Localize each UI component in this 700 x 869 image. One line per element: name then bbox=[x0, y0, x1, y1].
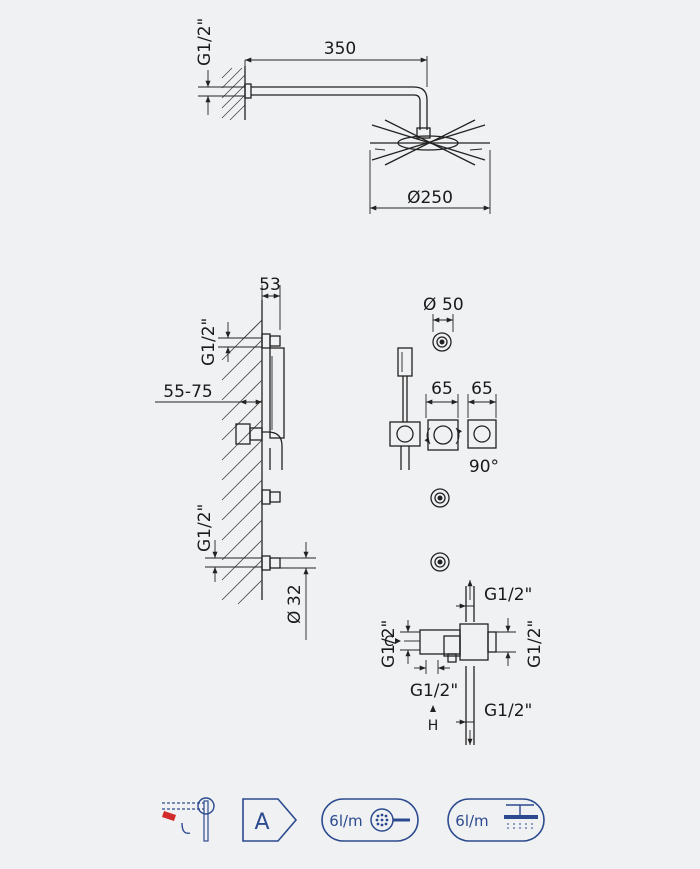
head-connection-label: G1/2" bbox=[195, 18, 215, 66]
head-diameter-label: Ø250 bbox=[407, 188, 453, 208]
head-shower-flow-label: 6l/m bbox=[455, 812, 488, 830]
valve-inlet-top-label: G1/2" bbox=[484, 585, 532, 605]
head-shower-drawing: 350 Ø250 G1/2" bbox=[195, 18, 491, 214]
energy-class-badge: A bbox=[242, 798, 298, 842]
valve-outlet-left-label: G1/2" bbox=[379, 620, 399, 668]
wall-hatch-top bbox=[221, 66, 246, 121]
nozzle-diameter-label: 32 bbox=[285, 584, 305, 606]
diverter-knob bbox=[467, 419, 497, 449]
hand-shower-flow-badge: 6l/m bbox=[321, 798, 419, 842]
hand-shower-flow-label: 6l/m bbox=[329, 812, 362, 830]
valve-inlet-right-label: G1/2" bbox=[525, 620, 545, 668]
front-view-drawing: Ø 50 65 65 bbox=[389, 295, 499, 572]
spacing-left-label: 65 bbox=[431, 379, 453, 399]
rotation-label: 90° bbox=[469, 457, 499, 477]
nozzle-diameter-symbol: Ø bbox=[285, 611, 305, 624]
rain-shower-head-icon bbox=[504, 804, 538, 829]
valve-outlet-bottom-label: G1/2" bbox=[410, 681, 458, 701]
mixer-handle bbox=[424, 419, 463, 451]
head-shower-flow-badge: 6l/m bbox=[447, 798, 545, 842]
side-top-connection-label: G1/2" bbox=[199, 318, 219, 366]
hand-shower bbox=[389, 347, 421, 470]
hot-label: H bbox=[428, 718, 439, 734]
thermostatic-mixer-icon bbox=[162, 797, 215, 842]
spacing-right-label: 65 bbox=[471, 379, 493, 399]
depth-label: 53 bbox=[259, 275, 281, 295]
wall-offset-label: 55-75 bbox=[163, 382, 212, 402]
shower-head bbox=[370, 119, 490, 166]
arm-length-label: 350 bbox=[324, 39, 356, 59]
jet-diameter-symbol: Ø bbox=[423, 295, 436, 315]
body-jet-top bbox=[432, 332, 452, 352]
valve-outlet-bottom-right-label: G1/2" bbox=[484, 701, 532, 721]
body-jet-middle bbox=[430, 488, 450, 508]
jet-diameter-label: 50 bbox=[442, 295, 464, 315]
valve-drawing: G1/2" G1/2" G1/2" C G1/2" H G1/2" bbox=[379, 580, 545, 745]
cold-label: C bbox=[384, 634, 394, 650]
hand-shower-head-icon bbox=[370, 808, 410, 832]
body-jet-bottom bbox=[430, 552, 450, 572]
energy-class-label: A bbox=[254, 810, 269, 835]
side-view-drawing: 53 55-75 G1/2" G1/2" Ø 32 bbox=[155, 275, 316, 640]
wall-hatch-side bbox=[221, 319, 263, 605]
side-bottom-connection-label: G1/2" bbox=[195, 504, 215, 552]
